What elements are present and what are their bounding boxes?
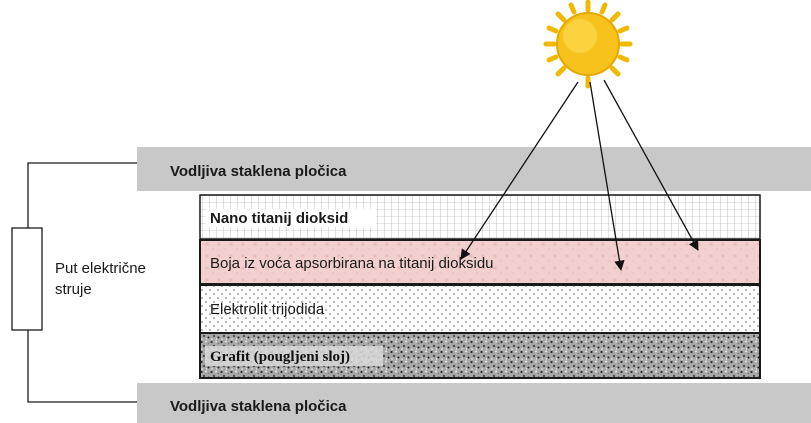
- circuit-wire-top: [27, 162, 137, 228]
- top-plate-label: Vodljiva staklena pločica: [170, 163, 347, 180]
- layer-nano-tio2: Nano titanij dioksid: [199, 194, 761, 240]
- resistor-icon: [11, 227, 43, 331]
- bottom-plate-label: Vodljiva staklena pločica: [170, 398, 347, 415]
- layer-dye: Boja iz voća apsorbirana na titanij diok…: [199, 239, 761, 285]
- layer-dye-label: Boja iz voća apsorbirana na titanij diok…: [210, 255, 494, 272]
- layer-graphite: Grafit (pougljeni sloj): [199, 332, 761, 379]
- layer-electrolyte: Elektrolit trijodida: [199, 284, 761, 334]
- top-glass-plate: Vodljiva staklena pločica: [137, 147, 811, 191]
- light-ray-2: [589, 81, 625, 272]
- layer-tio2-label: Nano titanij dioksid: [210, 210, 348, 227]
- light-ray-1: [460, 81, 579, 260]
- sun-icon: [543, 0, 633, 89]
- light-rays: [460, 79, 699, 272]
- circuit-label-line1: Put električne: [55, 260, 146, 277]
- layer-graphite-label: Grafit (pougljeni sloj): [210, 349, 350, 365]
- light-ray-3: [603, 79, 699, 251]
- layer-electrolyte-label: Elektrolit trijodida: [210, 301, 325, 318]
- circuit-wire-bottom: [27, 330, 137, 403]
- bottom-glass-plate: Vodljiva staklena pločica: [137, 383, 811, 423]
- external-circuit: Put električne struje: [11, 162, 146, 403]
- circuit-label-line2: struje: [55, 281, 92, 298]
